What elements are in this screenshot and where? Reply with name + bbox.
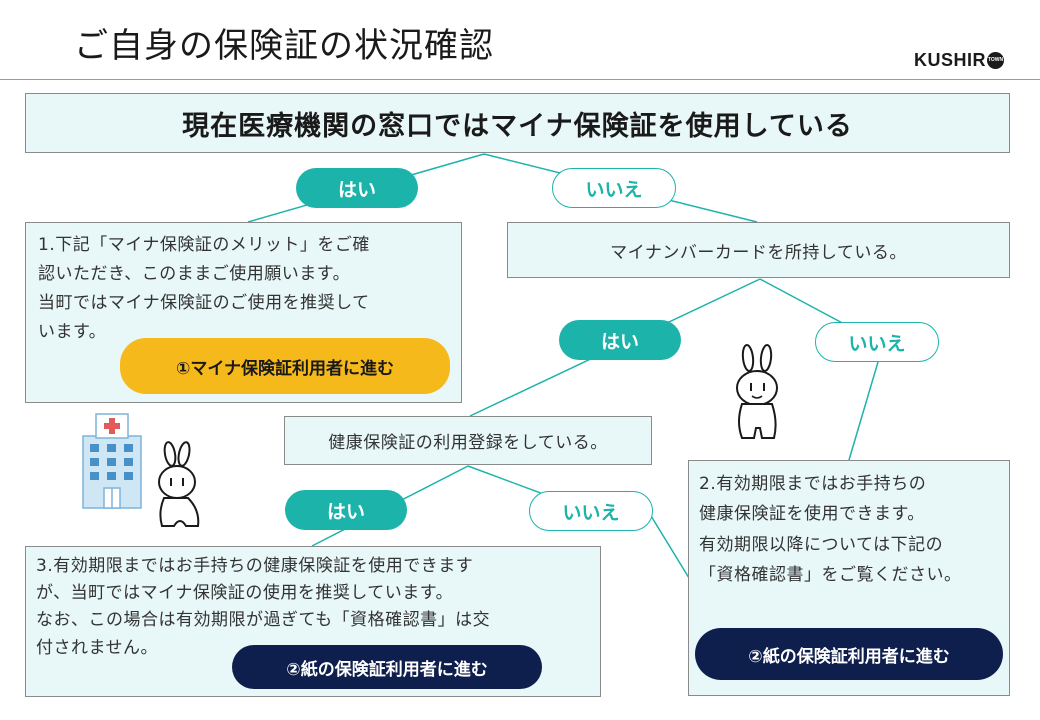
- question-card-text: マイナンバーカードを所持している。: [610, 242, 907, 263]
- result-3-line: 付されません。: [36, 637, 158, 658]
- hospital-icon: [82, 413, 142, 509]
- result-3-text: 3.有効期限まではお手持ちの健康保険証を使用できます が、当町ではマイナ保険証の…: [36, 553, 490, 662]
- result-3-line: なお、この場合は有効期限が過ぎても「資格確認書」は交: [36, 610, 491, 631]
- answer-no-pill-2: いいえ: [815, 322, 939, 362]
- answer-yes-pill-3: はい: [285, 490, 407, 530]
- mynaportal-user-button[interactable]: ①マイナ保険証利用者に進む: [120, 338, 450, 394]
- logo-badge: TOWN: [987, 52, 1005, 69]
- paper-insurance-user-button-right[interactable]: ②紙の保険証利用者に進む: [695, 628, 1003, 680]
- logo-text: KUSHIR: [914, 50, 987, 70]
- header-divider: [0, 79, 1040, 80]
- result-2-line: 有効期限以降については下記の: [699, 534, 944, 555]
- question-registration-box: 健康保険証の利用登録をしている。: [284, 416, 652, 465]
- result-1-line: います。: [38, 321, 107, 342]
- result-3-line: 3.有効期限まではお手持ちの健康保険証を使用できます: [36, 556, 474, 576]
- question-registration-text: 健康保険証の利用登録をしている。: [328, 433, 608, 453]
- connector-no-result2b: [647, 510, 690, 579]
- result-1-line: 1.下記「マイナ保険証のメリット」をご確: [38, 235, 370, 255]
- mascot-running-icon: [158, 441, 200, 527]
- result-1-line: 当町ではマイナ保険証のご使用を推奨して: [38, 292, 370, 313]
- question-main-box: 現在医療機関の窓口ではマイナ保険証を使用している: [25, 93, 1010, 153]
- result-1-text: 1.下記「マイナ保険証のメリット」をご確 認いただき、このままご使用願います。 …: [38, 231, 370, 347]
- paper-insurance-user-button-left[interactable]: ②紙の保険証利用者に進む: [232, 645, 542, 689]
- answer-yes-pill-1: はい: [296, 168, 418, 208]
- result-2-line: 「資格確認書」をご覧ください。: [699, 564, 962, 585]
- page-title: ご自身の保険証の状況確認: [74, 26, 494, 66]
- result-2-line: 健康保険証を使用できます。: [699, 504, 925, 525]
- result-3-line: が、当町ではマイナ保険証の使用を推奨しています。: [36, 583, 454, 604]
- result-2-text: 2.有効期限まではお手持ちの 健康保険証を使用できます。 有効期限以降については…: [699, 469, 962, 590]
- answer-yes-pill-2: はい: [559, 320, 681, 360]
- connector-no-result2: [848, 361, 879, 461]
- result-1-line: 認いただき、このままご使用願います。: [38, 263, 351, 284]
- answer-no-pill-1: いいえ: [552, 168, 676, 208]
- mascot-standing-icon: [736, 344, 778, 439]
- question-card-box: マイナンバーカードを所持している。: [507, 222, 1010, 278]
- result-2-line: 2.有効期限まではお手持ちの: [699, 474, 927, 494]
- question-main-text: 現在医療機関の窓口ではマイナ保険証を使用している: [182, 110, 853, 142]
- answer-no-pill-3: いいえ: [529, 491, 653, 531]
